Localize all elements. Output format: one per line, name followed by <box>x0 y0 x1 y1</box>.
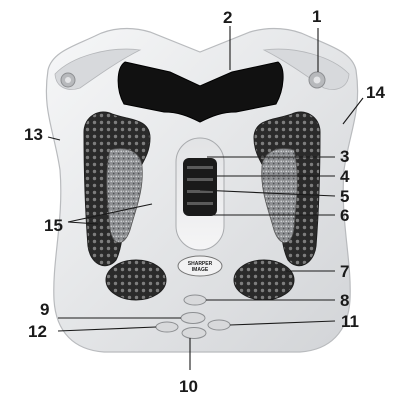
callout-15: 15 <box>44 216 63 235</box>
callout-7: 7 <box>340 262 349 281</box>
button-12[interactable] <box>155 321 179 333</box>
left-knob <box>60 72 76 88</box>
right-foot-pad <box>233 111 321 301</box>
callout-4: 4 <box>340 167 350 186</box>
brand-line-2: IMAGE <box>192 267 209 273</box>
callout-8: 8 <box>340 291 349 310</box>
leader-lines <box>47 26 364 370</box>
button-8[interactable] <box>183 294 207 306</box>
callout-12: 12 <box>28 322 47 341</box>
left-foot-pad <box>83 111 167 301</box>
callout-11: 11 <box>341 312 359 331</box>
brand-logo: SHARPER IMAGE <box>177 255 223 277</box>
callout-2: 2 <box>223 8 232 27</box>
callout-10: 10 <box>179 377 198 396</box>
callout-9: 9 <box>40 300 49 319</box>
button-9[interactable] <box>180 312 206 324</box>
button-10[interactable] <box>181 327 207 339</box>
callout-3: 3 <box>340 147 349 166</box>
right-knob <box>308 71 326 89</box>
top-display-panel <box>117 61 284 123</box>
callout-14: 14 <box>366 83 385 102</box>
center-control-panel <box>175 137 225 251</box>
callout-5: 5 <box>340 187 349 206</box>
left-wing <box>54 48 142 90</box>
callout-labels: 1 2 3 4 5 6 7 8 9 10 11 12 13 14 15 <box>24 7 385 396</box>
brand-line-1: SHARPER <box>188 261 213 267</box>
button-11[interactable] <box>207 319 231 331</box>
callout-1: 1 <box>312 7 321 26</box>
right-wing <box>262 48 350 90</box>
callout-13: 13 <box>24 125 43 144</box>
callout-6: 6 <box>340 206 349 225</box>
